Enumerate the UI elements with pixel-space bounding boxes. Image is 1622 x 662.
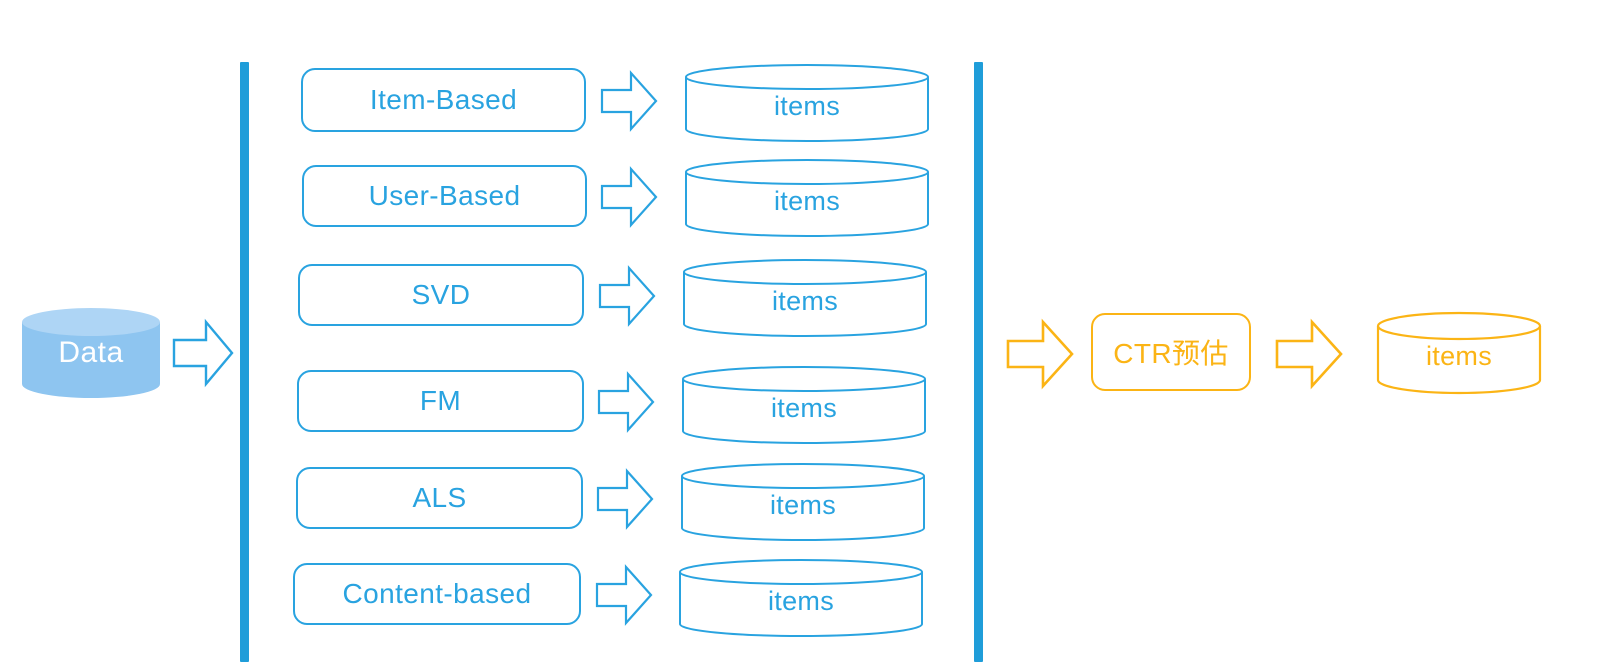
ranking-input-arrow bbox=[1006, 318, 1074, 390]
ctr-prediction-box[interactable]: CTR预估 bbox=[1091, 313, 1251, 391]
output-cylinder-4: items bbox=[681, 365, 927, 445]
data-source-label: Data bbox=[58, 336, 124, 369]
algo-label: Item-Based bbox=[369, 84, 518, 115]
recall-arrow-3 bbox=[598, 265, 656, 327]
output-label: items bbox=[767, 585, 834, 616]
recall-arrow-2 bbox=[600, 166, 658, 228]
algo-box-svd[interactable]: SVD bbox=[298, 264, 584, 326]
final-output-label: items bbox=[1425, 340, 1492, 371]
final-output-cylinder: items bbox=[1376, 311, 1542, 395]
data-source-cylinder: Data bbox=[22, 308, 160, 398]
source-to-recall-arrow bbox=[172, 318, 234, 388]
algo-label: ALS bbox=[412, 482, 467, 513]
ctr-label: CTR预估 bbox=[1113, 338, 1229, 369]
output-label: items bbox=[773, 185, 840, 216]
algo-box-item-based[interactable]: Item-Based bbox=[301, 68, 586, 132]
algo-label: FM bbox=[419, 385, 462, 416]
algo-box-user-based[interactable]: User-Based bbox=[302, 165, 587, 227]
recall-arrow-1 bbox=[600, 70, 658, 132]
algo-box-als[interactable]: ALS bbox=[296, 467, 583, 529]
recall-arrow-4 bbox=[597, 371, 655, 433]
output-cylinder-6: items bbox=[678, 558, 924, 638]
algo-label: Content-based bbox=[342, 578, 532, 609]
ranking-output-arrow bbox=[1275, 318, 1343, 390]
output-label: items bbox=[773, 90, 840, 121]
left-divider-bar bbox=[240, 62, 249, 662]
output-cylinder-1: items bbox=[684, 63, 930, 143]
recall-arrow-6 bbox=[595, 564, 653, 626]
algo-box-fm[interactable]: FM bbox=[297, 370, 584, 432]
right-divider-bar bbox=[974, 62, 983, 662]
output-label: items bbox=[769, 489, 836, 520]
algo-box-content-based[interactable]: Content-based bbox=[293, 563, 581, 625]
algo-label: User-Based bbox=[368, 180, 521, 211]
output-cylinder-2: items bbox=[684, 158, 930, 238]
output-label: items bbox=[771, 285, 838, 316]
output-cylinder-5: items bbox=[680, 462, 926, 542]
output-cylinder-3: items bbox=[682, 258, 928, 338]
cylinder-top bbox=[22, 308, 160, 336]
output-label: items bbox=[770, 392, 837, 423]
algo-label: SVD bbox=[411, 279, 471, 310]
recall-arrow-5 bbox=[596, 468, 654, 530]
